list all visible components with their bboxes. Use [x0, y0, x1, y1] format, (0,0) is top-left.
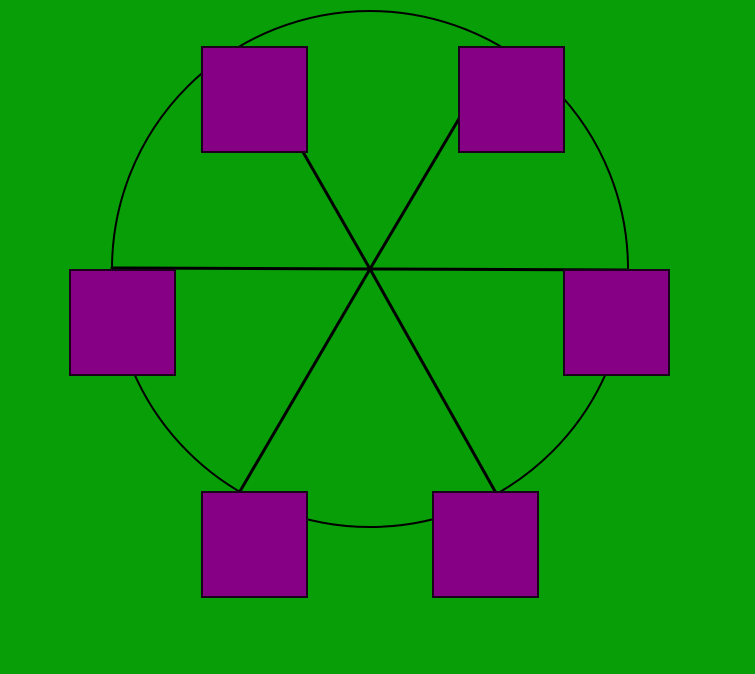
spoke-upper-left [301, 150, 372, 271]
gondola-left[interactable] [69, 269, 176, 376]
spoke-upper-right [368, 115, 462, 271]
spoke-left [110, 266, 372, 271]
spoke-lower-right [368, 267, 498, 495]
gondola-top-right[interactable] [458, 46, 565, 153]
spoke-lower-left [237, 267, 372, 495]
gondola-bottom-left[interactable] [201, 491, 308, 598]
gondolas [69, 46, 670, 598]
gondola-right[interactable] [563, 269, 670, 376]
gondola-bottom-right[interactable] [432, 491, 539, 598]
gondola-top-left[interactable] [201, 46, 308, 153]
spokes [110, 115, 630, 495]
